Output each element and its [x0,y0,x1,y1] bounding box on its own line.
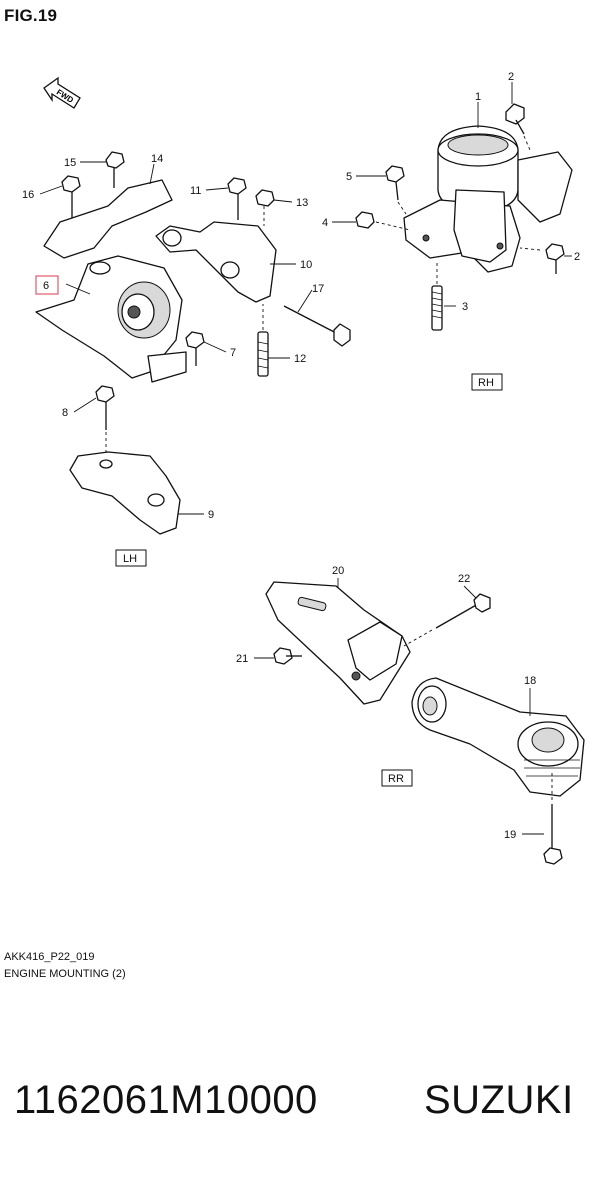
callout-7: 7 [230,347,236,359]
lh-label: LH [123,553,137,565]
callout-10: 10 [300,259,312,271]
rr-bracket-20[interactable] [265,581,411,705]
part-number: 1162061M10000 [14,1078,318,1122]
callout-4: 4 [322,217,328,229]
callout-3: 3 [462,301,468,313]
callout-15: 15 [64,157,76,169]
stud-12[interactable] [257,304,269,377]
rh-label: RH [478,377,494,389]
bracket-14[interactable] [43,163,173,259]
callout-13: 13 [296,197,308,209]
exploded-parts-diagram: FWD [22,71,585,865]
callout-9: 9 [208,509,214,521]
callout-18: 18 [524,675,536,687]
bracket-10[interactable] [155,221,277,303]
bolt-19[interactable] [543,772,563,865]
callout-11: 11 [190,185,201,197]
bolt-15[interactable] [105,151,125,188]
callout-14: 14 [151,153,163,165]
callout-21: 21 [236,653,248,665]
callout-17: 17 [312,283,324,295]
callout-12: 12 [294,353,306,365]
bolt-22[interactable] [403,593,491,647]
nut-4[interactable] [355,211,411,231]
callout-5: 5 [346,171,352,183]
drawing-title: ENGINE MOUNTING (2) [4,968,126,980]
callout-6: 6 [43,280,49,292]
lh-engine-mount[interactable] [35,255,187,383]
section-label-lh: LH [115,549,147,567]
callout-2b: 2 [574,251,580,263]
figure-title: FIG.19 [4,6,58,25]
section-label-rh: RH [471,373,503,391]
bolt-17[interactable] [283,305,351,347]
callout-19: 19 [504,829,516,841]
callout-6-highlight: 6 [35,275,59,295]
bolt-21[interactable] [273,647,302,665]
bolt-2-right[interactable] [519,243,565,274]
bolt-11[interactable] [227,177,247,220]
callout-20: 20 [332,565,344,577]
brand-name: SUZUKI [424,1078,574,1122]
stud-3[interactable] [431,262,443,331]
callout-8: 8 [62,407,68,419]
nut-13[interactable] [255,189,275,226]
drawing-code: AKK416_P22_019 [4,951,95,963]
bolt-2[interactable] [505,103,531,151]
bolt-7[interactable] [185,331,205,366]
rr-label: RR [388,773,404,785]
bolt-16[interactable] [61,175,81,218]
callout-1: 1 [475,91,481,103]
rr-torque-rod-18[interactable] [411,677,585,797]
rh-engine-mount[interactable] [403,102,573,273]
section-label-rr: RR [381,769,413,787]
callout-2: 2 [508,71,514,83]
callout-16: 16 [22,189,34,201]
lh-bracket-9[interactable] [69,451,181,535]
fwd-arrow-icon: FWD [43,76,81,109]
callout-22: 22 [458,573,470,585]
bolt-8[interactable] [95,385,115,456]
bolt-5[interactable] [385,165,407,215]
